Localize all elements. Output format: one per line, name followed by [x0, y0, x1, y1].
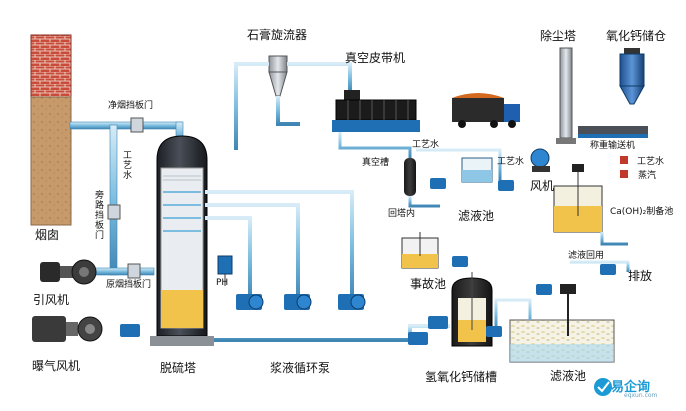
- chimney: [30, 34, 72, 226]
- vacuum-belt-label: 真空皮带机: [345, 51, 406, 65]
- watermark-logo-icon: [594, 378, 612, 396]
- bypass-damper-label: 旁路挡板门: [93, 190, 103, 240]
- accident-tank: [401, 232, 439, 269]
- watermark-text: 易企询: [611, 380, 651, 395]
- right-valves: [620, 156, 628, 178]
- truck-icon: [452, 93, 520, 128]
- discharge-label: 排放: [628, 269, 653, 283]
- gypsum-cyclone: [268, 55, 288, 97]
- desulfurization-tower: [150, 135, 214, 346]
- process-water-label-3: 工艺水: [497, 157, 525, 167]
- lime-silo: [619, 48, 645, 105]
- basin-pipes: [494, 260, 660, 330]
- process-water-vertical-label: 工艺水: [121, 150, 131, 180]
- steam-label: 蒸汽: [638, 171, 657, 181]
- caoh-storage-tank-label: 氢氧化钙储槽: [425, 370, 498, 384]
- process-water-label-2: 工艺水: [637, 157, 665, 167]
- lime-silo-label: 氧化钙储仓: [606, 29, 667, 43]
- accident-tank-label: 事故池: [410, 277, 447, 291]
- vacuum-belt-filter: [332, 90, 420, 132]
- right-fan-label: 风机: [530, 179, 555, 193]
- return-to-tower-label: 回塔内: [388, 209, 416, 219]
- weigh-conveyor-label: 称重输送机: [590, 141, 636, 151]
- aeration-fan-label: 曝气风机: [32, 359, 81, 373]
- caoh-prep-tank-label: Ca(OH)₂制备池: [610, 207, 674, 217]
- vacuum-tank: [404, 158, 416, 196]
- vacuum-tank-label: 真空槽: [362, 158, 390, 168]
- process-water-tank: [461, 157, 493, 183]
- ph-label: PH: [216, 278, 229, 288]
- caoh-storage-tank: [451, 272, 493, 347]
- accident-pump: [452, 256, 468, 267]
- desulfurization-tower-label: 脱硫塔: [160, 361, 197, 375]
- caoh-prep-tank: [553, 164, 603, 233]
- clean-damper-label: 净烟挡板门: [108, 101, 154, 111]
- gypsum-cyclone-label: 石膏旋流器: [247, 28, 308, 42]
- aeration-fan-icon: [32, 316, 103, 342]
- slurry-pump-label: 浆液循环泵: [270, 361, 331, 375]
- watermark-url: eqxun.com: [624, 392, 658, 399]
- basin-pumps: [486, 264, 616, 337]
- dust-tower: [556, 47, 576, 144]
- slurry-circulation-pipes: [205, 190, 372, 326]
- damper-icons: [107, 117, 144, 279]
- process-water-label-1: 工艺水: [412, 140, 440, 150]
- chimney-label: 烟囱: [35, 228, 60, 242]
- ph-meter-icon: [217, 255, 233, 286]
- raw-damper-label: 原烟挡板门: [106, 280, 152, 290]
- dust-tower-label: 除尘塔: [540, 29, 577, 43]
- flue-ducts: [69, 121, 184, 276]
- induced-fan-label: 引风机: [33, 293, 70, 307]
- bottom-pumps: [120, 316, 448, 345]
- circulation-pumps: [236, 294, 366, 310]
- vacuum-pipes: [330, 132, 506, 208]
- filtrate-basin-label: 滤液池: [550, 369, 587, 383]
- cyclone-pipes: [234, 62, 352, 150]
- small-pumps-mid: [430, 178, 514, 191]
- weigh-conveyor: [578, 126, 648, 138]
- right-fan-icon: [530, 148, 550, 172]
- filtrate-tank-top-label: 滤液池: [458, 209, 495, 223]
- filtrate-basin: [509, 284, 615, 363]
- filtrate-return-label: 滤液回用: [568, 251, 605, 261]
- induced-fan-icon: [40, 259, 97, 285]
